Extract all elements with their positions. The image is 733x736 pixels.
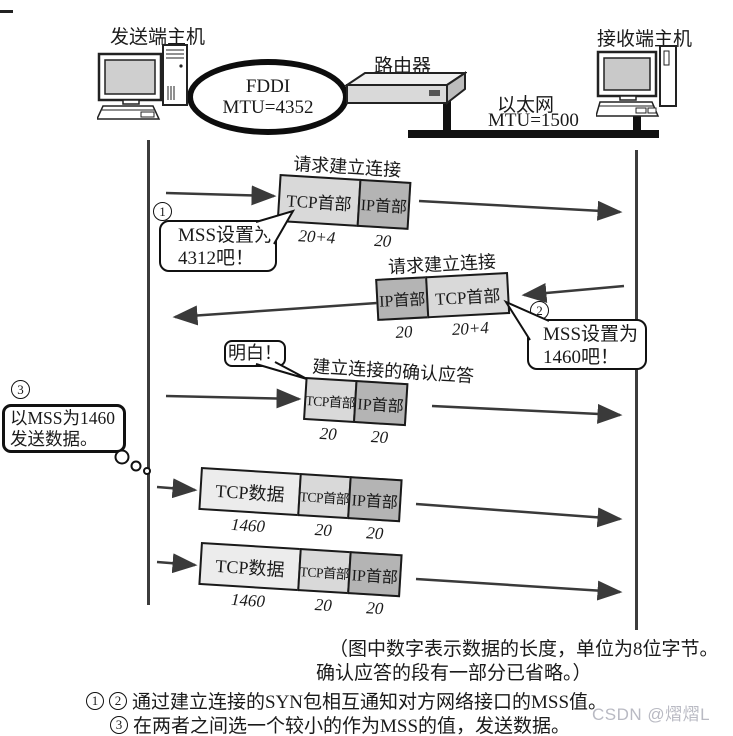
step-3-badge: 3 [11,380,30,399]
arrow-msg2-left [172,301,378,326]
tcp-header-size: 20+4 [451,318,490,340]
tcp-header-box: TCP首部 [297,548,352,595]
arrow-data2-right [415,577,623,601]
tcp-header-box: TCP首部 [297,473,352,520]
arrow-data2-left [156,553,198,574]
understood-speech-bubble: 明白！ [224,340,286,367]
router-bus-connector [443,100,451,132]
receiver-timeline [635,150,638,630]
ip-header-box: IP首部 [356,178,412,230]
fddi-mtu: MTU=4352 [222,97,314,118]
receiver-computer-icon [596,45,677,117]
packet-syn-request-1: 请求建立连接 TCP首部 IP首部 20+4 20 [275,152,414,253]
tcp-header-box: TCP首部 [276,173,362,227]
tcp-data-box: TCP数据 [198,542,302,592]
ip-header-size: 20 [394,322,413,342]
sender-computer-icon [97,44,188,120]
tcp-header-box: TCP首部 [425,272,511,319]
footnote-line2: 确认应答的段有一部分已省略。） [316,663,592,684]
tcp-header-box: TCP首部 [303,376,358,424]
tcp-data-size: 1460 [230,514,266,536]
ip-header-box: IP首部 [375,276,430,321]
legend-step-1-badge: 1 [86,691,104,710]
send-with-mss-thought-bubble: 以MSS为1460 发送数据。 [2,404,126,453]
legend-item-2: 3 在两者之间选一个较小的作为MSS的值，发送数据。 [110,711,570,736]
ip-header-box: IP首部 [347,476,403,523]
sender-host-label: 发送端主机 [110,27,206,48]
legend-step-2-badge: 2 [109,691,127,710]
ip-header-size: 20 [373,230,392,251]
arrow-data1-right [415,502,623,528]
footnote-line1: （图中数字表示数据的长度，单位为8位字节。 [329,639,719,660]
packet-syn-request-2: 请求建立连接 IP首部 TCP首部 20 20+4 [374,250,513,344]
packet-data-2: TCP数据 TCP首部 IP首部 1460 20 20 [197,542,405,620]
tcp-data-size: 1460 [230,589,266,611]
thought-dot-2 [130,460,142,472]
tcp-header-size: 20 [314,520,333,541]
csdn-watermark: CSDN @熠熠L [592,705,711,724]
arrow-msg1-left [165,185,277,206]
ip-header-size: 20 [370,427,389,448]
ethernet-mtu: MTU=1500 [488,110,579,131]
ip-header-box: IP首部 [347,551,403,598]
legend-item-1-text: 通过建立连接的SYN包相互通知对方网络接口的MSS值。 [132,692,608,713]
tcp-data-box: TCP数据 [198,467,302,517]
arrow-msg2-right [521,283,625,303]
step-2-badge: 2 [530,301,549,320]
packet-data-1: TCP数据 TCP首部 IP首部 1460 20 20 [197,467,405,545]
ethernet-name: 以太网 [497,95,555,116]
router-icon [345,71,467,106]
legend-step-3-badge: 3 [110,715,128,734]
fddi-name: FDDI [245,76,291,97]
ip-header-box: IP首部 [352,380,409,427]
step-1-badge: 1 [153,202,172,221]
fddi-network-ring: FDDI MTU=4352 [187,59,349,135]
receiver-bus-connector [633,114,641,132]
arrow-msg1-right [418,199,623,221]
tcp-header-size: 20+4 [297,226,336,248]
packet-ack: 建立连接的确认应答 TCP首部 IP首部 20 20 [302,355,475,449]
arrow-msg3-right [431,403,623,424]
tcp-header-size: 20 [319,423,338,444]
legend-item-2-text: 在两者之间选一个较小的作为MSS的值，发送数据。 [133,716,571,736]
arrow-data1-left [156,478,198,499]
router-label: 路由器 [374,56,432,77]
arrow-msg3-left [165,388,302,409]
ethernet-bus-line [408,130,659,138]
ip-header-size: 20 [365,523,384,544]
mss-1460-speech-bubble: MSS设置为 1460吧！ [527,319,647,370]
mss-4312-speech-bubble: MSS设置为 4312吧！ [159,220,277,272]
scan-artifact [0,10,13,13]
ip-header-size: 20 [365,598,384,619]
receiver-host-label: 接收端主机 [597,29,693,50]
legend-item-1: 1 2 通过建立连接的SYN包相互通知对方网络接口的MSS值。 [86,687,607,714]
tcp-header-size: 20 [314,595,333,616]
sender-timeline [147,140,150,605]
